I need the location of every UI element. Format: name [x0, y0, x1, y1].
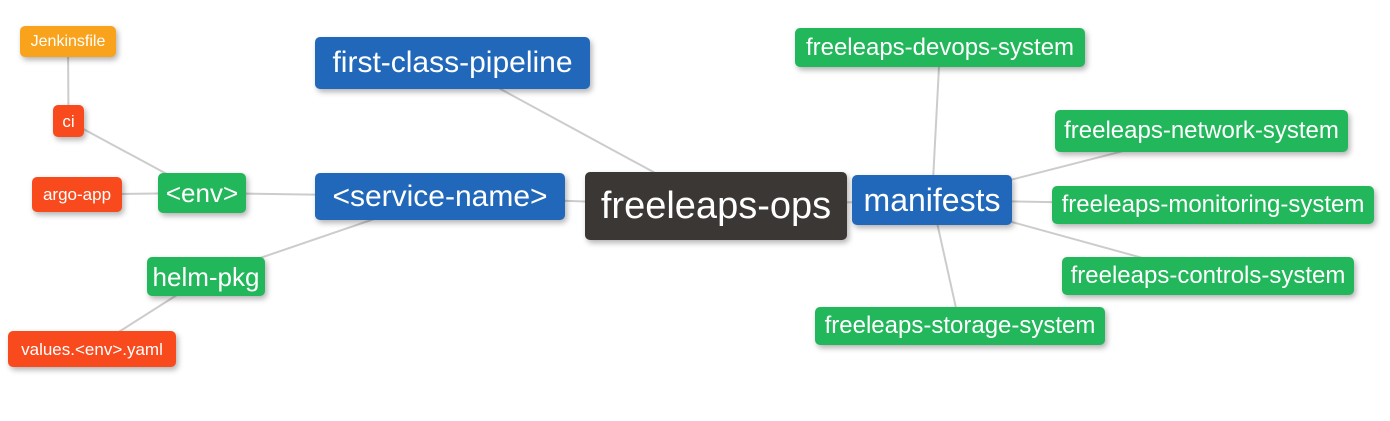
mindmap-node-helm-pkg[interactable]: helm-pkg [147, 257, 265, 296]
mindmap-node-freeleaps-ops[interactable]: freeleaps-ops [585, 172, 847, 240]
mindmap-node-jenkinsfile[interactable]: Jenkinsfile [20, 26, 116, 57]
mindmap-node-freeleaps-monitoring-system[interactable]: freeleaps-monitoring-system [1052, 186, 1374, 224]
mindmap-node-service-name[interactable]: <service-name> [315, 173, 565, 220]
mindmap-node-ci[interactable]: ci [53, 105, 84, 137]
mindmap-node-freeleaps-controls-system[interactable]: freeleaps-controls-system [1062, 257, 1354, 295]
mindmap-node-env[interactable]: <env> [158, 173, 246, 213]
mindmap-node-values-env-yaml[interactable]: values.<env>.yaml [8, 331, 176, 367]
mindmap-node-freeleaps-devops-system[interactable]: freeleaps-devops-system [795, 28, 1085, 67]
mindmap-node-freeleaps-network-system[interactable]: freeleaps-network-system [1055, 110, 1348, 152]
edge-manifests--freeleaps-devops-system [931, 46, 941, 201]
mindmap-node-freeleaps-storage-system[interactable]: freeleaps-storage-system [815, 307, 1105, 345]
mindmap-node-argo-app[interactable]: argo-app [32, 177, 122, 212]
mindmap-node-first-class-pipeline[interactable]: first-class-pipeline [315, 37, 590, 89]
mindmap-node-manifests[interactable]: manifests [852, 175, 1012, 225]
